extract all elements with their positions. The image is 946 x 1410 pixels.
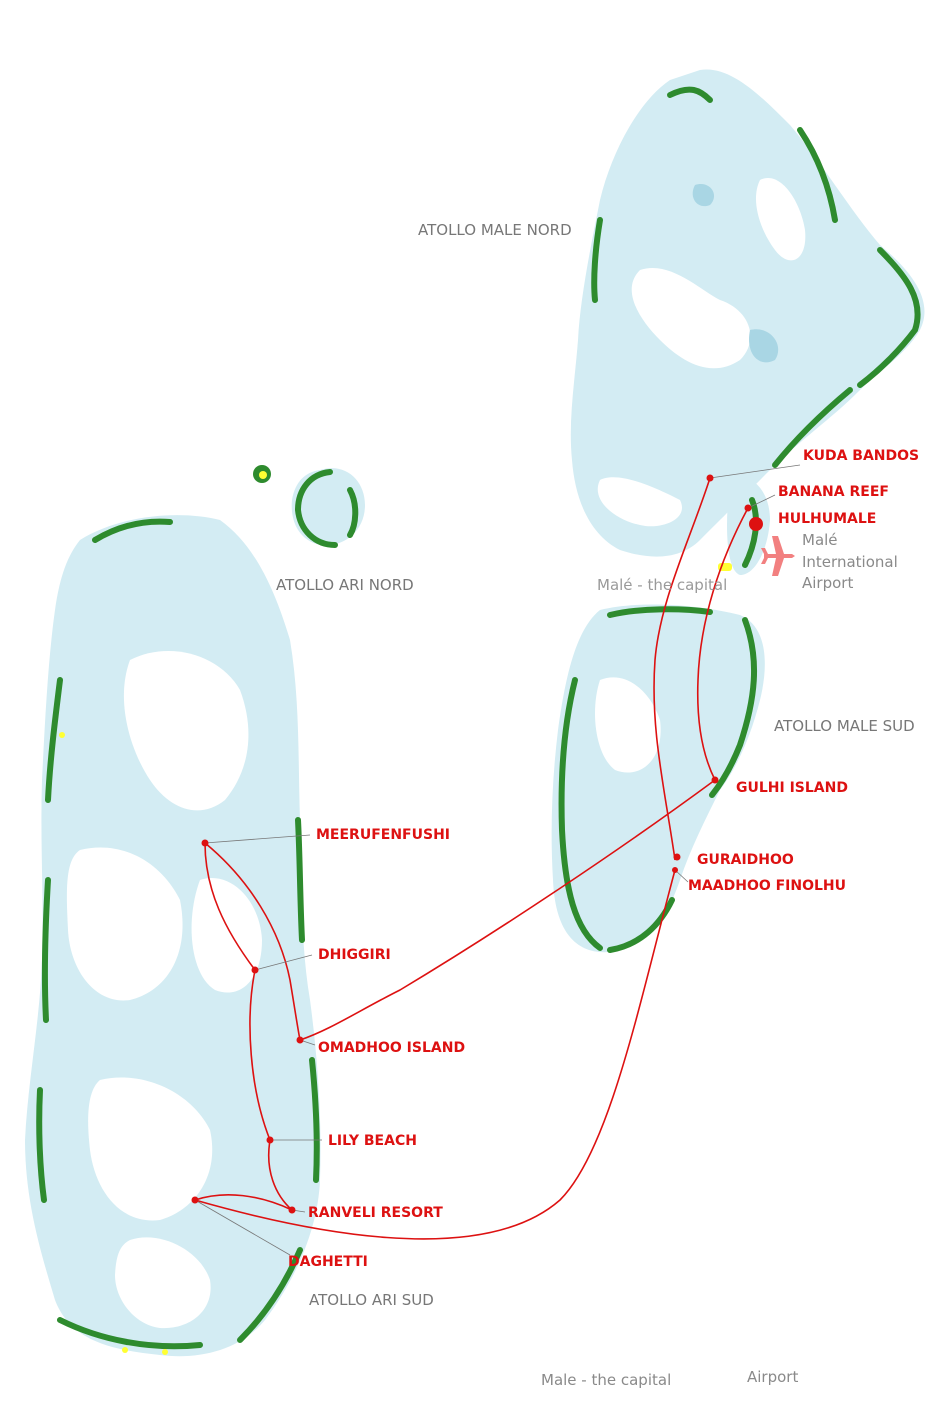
label-atollo-ari-sud: ATOLLO ARI SUD bbox=[309, 1291, 434, 1309]
lagoon-male-nord bbox=[570, 69, 925, 557]
lagoon-ari-nord-ring bbox=[291, 468, 365, 546]
lagoon-male-sud bbox=[551, 604, 765, 953]
route-dhiggiri-lilybeach bbox=[249, 969, 271, 1141]
island-rim-male-southeast bbox=[772, 387, 853, 468]
lagoon-male-deep-1 bbox=[749, 329, 779, 363]
marker-guraidhoo bbox=[673, 853, 681, 861]
sand-ari-sud-2 bbox=[122, 1347, 128, 1353]
label-guraidhoo: GURAIDHOO bbox=[697, 852, 794, 868]
lagoon-male-inner-white-1 bbox=[631, 267, 751, 369]
marker-ranveli-resort bbox=[288, 1206, 296, 1214]
island-rim-male-northeast bbox=[857, 247, 921, 388]
label-kuda-bandos: KUDA BANDOS bbox=[803, 448, 919, 464]
marker-kuda-bandos bbox=[706, 474, 714, 482]
island-rim-ari-sud-west-3 bbox=[36, 1087, 47, 1203]
island-rim-ari-sud-east-2 bbox=[309, 1057, 320, 1183]
sand-ari-sud-3 bbox=[162, 1349, 168, 1355]
leader-kuda-bandos bbox=[709, 464, 801, 479]
label-airport-line2: International bbox=[802, 553, 898, 571]
label-gulhi-island: GULHI ISLAND bbox=[736, 780, 848, 796]
marker-lily-beach bbox=[266, 1136, 274, 1144]
island-rim-male-sud-west bbox=[558, 677, 603, 951]
route-maadhoo-ranveli bbox=[194, 869, 676, 1240]
island-rim-male-east bbox=[797, 127, 838, 223]
island-rim-ari-sud-east-1 bbox=[295, 817, 305, 943]
label-leaders bbox=[194, 464, 801, 1256]
sand-ari-nord-small bbox=[259, 471, 267, 479]
leader-dhiggiri bbox=[254, 954, 313, 971]
label-ranveli-resort: RANVELI RESORT bbox=[308, 1205, 443, 1221]
lagoon-ari-sud-inner-white-3 bbox=[191, 878, 262, 993]
marker-daghetti bbox=[191, 1196, 199, 1204]
island-rim-ari-sud-north bbox=[92, 518, 173, 543]
route-lilybeach-ranveli bbox=[268, 1139, 293, 1211]
route-ranveli-daghetti bbox=[194, 1194, 293, 1211]
resort-markers bbox=[191, 474, 763, 1214]
island-rim-male-sud-east bbox=[709, 617, 758, 798]
sand-ari-sud-1 bbox=[59, 732, 65, 738]
route-meerufenfushi-omadhoo bbox=[204, 842, 301, 1041]
island-rim-male-west bbox=[591, 217, 603, 303]
label-lily-beach: LILY BEACH bbox=[328, 1133, 417, 1149]
label-banana-reef: BANANA REEF bbox=[778, 484, 889, 500]
lagoon-male-sud-inner-white bbox=[595, 677, 661, 773]
lagoon-ari-sud-inner-white-2 bbox=[66, 847, 183, 1001]
lagoon-male-deep-2 bbox=[692, 184, 715, 207]
atoll-male-sud bbox=[551, 604, 765, 953]
label-omadhoo-island: OMADHOO ISLAND bbox=[318, 1040, 465, 1056]
island-rim-ari-sud-south bbox=[57, 1317, 203, 1350]
atoll-male-nord bbox=[570, 69, 925, 557]
island-rim-ari-sud-southeast bbox=[237, 1247, 303, 1343]
marker-maadhoo-finolhu bbox=[672, 867, 678, 873]
label-maadhoo-finolhu: MAADHOO FINOLHU bbox=[688, 878, 846, 894]
marker-omadhoo-island bbox=[296, 1036, 304, 1044]
label-hulhumale: HULHUMALE bbox=[778, 511, 876, 527]
route-bananareef-gulhi bbox=[696, 507, 749, 781]
island-rim-male-sud-south bbox=[607, 897, 675, 953]
lagoon-male-inner-white-2 bbox=[597, 477, 682, 527]
footer-male-capital: Male - the capital bbox=[541, 1371, 671, 1389]
atoll-ari-nord bbox=[253, 465, 365, 548]
label-male-capital: Malé - the capital bbox=[597, 576, 727, 594]
label-meerufenfushi: MEERUFENFUSHI bbox=[316, 827, 450, 843]
island-ari-nord-ring-east bbox=[347, 487, 359, 538]
lagoon-ari-sud-inner-white-1 bbox=[123, 651, 249, 811]
lagoon-airport bbox=[727, 477, 770, 575]
island-ari-nord-ring bbox=[294, 469, 338, 548]
marker-meerufenfushi bbox=[201, 839, 209, 847]
lagoon-ari-sud-inner-white-4 bbox=[88, 1077, 213, 1221]
airplane-icon bbox=[761, 536, 795, 576]
lagoon-male-inner-white-3 bbox=[755, 178, 806, 261]
route-meerufenfushi-dhiggiri bbox=[204, 842, 256, 971]
marker-banana-reef bbox=[744, 504, 752, 512]
island-airport bbox=[742, 497, 759, 568]
marker-dhiggiri bbox=[251, 966, 259, 974]
airport-island bbox=[718, 477, 770, 575]
leader-daghetti bbox=[194, 1199, 291, 1256]
label-atollo-ari-nord: ATOLLO ARI NORD bbox=[276, 576, 414, 594]
label-atollo-male-sud: ATOLLO MALE SUD bbox=[774, 717, 915, 735]
island-rim-ari-sud-west-1 bbox=[45, 677, 63, 803]
footer-airport: Airport bbox=[747, 1368, 798, 1386]
route-kudabandos-maadhoo bbox=[653, 477, 711, 861]
island-rim-male-sud-north bbox=[607, 606, 713, 618]
label-airport-line3: Airport bbox=[802, 574, 853, 592]
island-rim-ari-sud-west-2 bbox=[41, 877, 51, 1023]
atoll-ari-sud bbox=[25, 515, 321, 1357]
lagoon-ari-sud-inner-white-5 bbox=[115, 1237, 211, 1329]
leader-meerufenfushi bbox=[204, 834, 311, 844]
marker-hulhumale bbox=[749, 517, 763, 531]
label-airport-line1: Malé bbox=[802, 531, 838, 549]
island-rim-male-northwest bbox=[667, 86, 713, 103]
label-dhiggiri: DHIGGIRI bbox=[318, 947, 391, 963]
marker-gulhi-island bbox=[711, 776, 719, 784]
route-gulhi-omadhoo bbox=[299, 779, 716, 1041]
transfer-routes bbox=[194, 477, 749, 1240]
label-atollo-male-nord: ATOLLO MALE NORD bbox=[418, 221, 572, 239]
label-daghetti: DAGHETTI bbox=[288, 1254, 368, 1270]
leader-banana-reef bbox=[747, 494, 776, 509]
